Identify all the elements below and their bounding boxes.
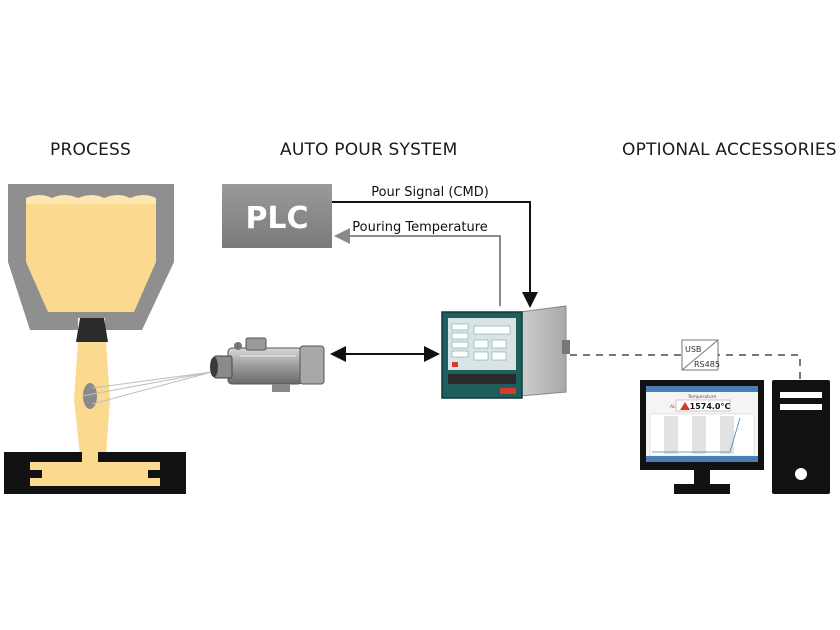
ladle-vessel — [8, 184, 174, 342]
mold — [4, 452, 186, 494]
pour-signal-arrow: Pour Signal (CMD) — [332, 185, 538, 308]
process-heading: PROCESS — [50, 140, 132, 160]
usb-rs485-converter: USB RS485 — [681, 339, 720, 371]
monitor-reading: 1574.0°C — [690, 402, 731, 411]
pyrometer-sensor[interactable] — [210, 337, 325, 392]
pouring-temperature-arrow: Pouring Temperature — [334, 220, 501, 306]
power-button-icon[interactable] — [795, 468, 807, 480]
measurement-spot — [83, 383, 97, 409]
pour-stream — [74, 342, 110, 455]
plc-label: PLC — [245, 201, 308, 236]
auto-pour-system-heading: AUTO POUR SYSTEM — [280, 140, 458, 160]
pouring-temperature-label: Pouring Temperature — [352, 220, 488, 235]
converter-rs485-label: RS485 — [694, 360, 720, 369]
pour-signal-label: Pour Signal (CMD) — [371, 185, 489, 200]
optional-accessories-heading: OPTIONAL ACCESSORIES — [622, 140, 837, 160]
computer-monitor[interactable]: Temperature AL 1574.0°C — [640, 380, 764, 494]
monitor-title: Temperature — [687, 394, 717, 400]
plc-box[interactable]: PLC — [222, 184, 332, 248]
controller-unit[interactable] — [441, 305, 570, 399]
ladle-nozzle — [76, 318, 108, 342]
molten-metal-in-ladle — [26, 198, 156, 312]
warning-icon — [680, 402, 690, 410]
monitor-alarm-badge: AL — [670, 404, 676, 410]
pc-tower[interactable] — [772, 380, 830, 494]
sensor-field-of-view — [81, 371, 213, 405]
converter-usb-label: USB — [685, 345, 701, 354]
